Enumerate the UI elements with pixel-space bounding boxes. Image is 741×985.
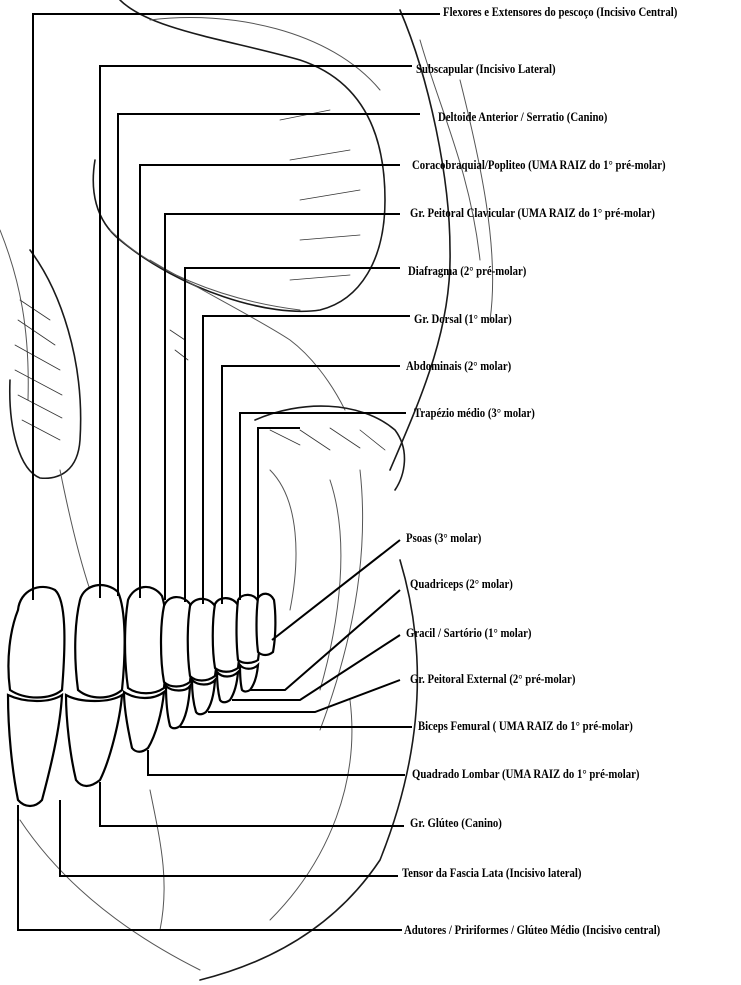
lower-lateral-incisor [64, 692, 124, 788]
label-lower-molar-3: Psoas (3° molar) [406, 531, 482, 545]
upper-central-incisor [7, 585, 66, 699]
upper-teeth [7, 583, 277, 699]
upper-premolar-2 [186, 597, 220, 682]
upper-molar-1 [211, 597, 242, 673]
lower-premolar-1 [164, 681, 192, 730]
label-upper-premolar-2: Diafragma (2° pré-molar) [408, 264, 527, 278]
label-lower-molar-2: Quadriceps (2° molar) [410, 577, 513, 591]
label-upper-canine: Deltoide Anterior / Serratio (Canino) [438, 110, 608, 124]
label-upper-molar-2: Abdominais (2° molar) [406, 359, 512, 373]
upper-molar-2 [235, 593, 262, 665]
label-upper-molar-3: Trapézio médio (3° molar) [414, 406, 535, 420]
label-upper-premolar-1-lingual: Gr. Peitoral Clavicular (UMA RAIZ do 1° … [410, 206, 655, 220]
label-lower-central-incisor: Adutores / Pririformes / Glúteo Médio (I… [404, 923, 661, 937]
label-upper-premolar-1-buccal: Coracobraquial/Popliteo (UMA RAIZ do 1° … [412, 158, 666, 172]
label-lower-lateral-incisor: Tensor da Fascia Lata (Incisivo lateral) [402, 866, 582, 880]
label-lower-premolar-1-lingual: Quadrado Lombar (UMA RAIZ do 1° pré-mola… [412, 767, 640, 781]
label-lower-premolar-1-buccal: Biceps Femural ( UMA RAIZ do 1° pré-mola… [418, 719, 633, 733]
upper-lateral-incisor [74, 583, 126, 699]
skull-sketch [0, 0, 494, 981]
lower-molar-1 [215, 668, 240, 704]
upper-canine [123, 586, 168, 695]
label-upper-lateral-incisor: Subscapular (Incisivo Lateral) [416, 62, 556, 76]
label-lower-molar-1: Gracil / Sartório (1° molar) [406, 626, 532, 640]
label-upper-central-incisor: Flexores e Extensores do pescoço (Incisi… [443, 5, 678, 19]
upper-molar-3 [255, 592, 277, 657]
lower-leader-lines [17, 539, 412, 931]
lower-teeth [6, 661, 260, 808]
lower-premolar-2 [190, 676, 217, 716]
lower-molar-2 [238, 661, 260, 693]
upper-premolar-1 [159, 596, 195, 688]
lower-canine [122, 689, 166, 753]
upper-leader-lines [32, 13, 440, 604]
label-lower-premolar-2: Gr. Peitoral External (2° pré-molar) [410, 672, 576, 686]
lower-central-incisor [6, 692, 64, 808]
label-lower-canine: Gr. Glúteo (Canino) [410, 816, 502, 830]
label-upper-molar-1: Gr. Dorsal (1° molar) [414, 312, 512, 326]
